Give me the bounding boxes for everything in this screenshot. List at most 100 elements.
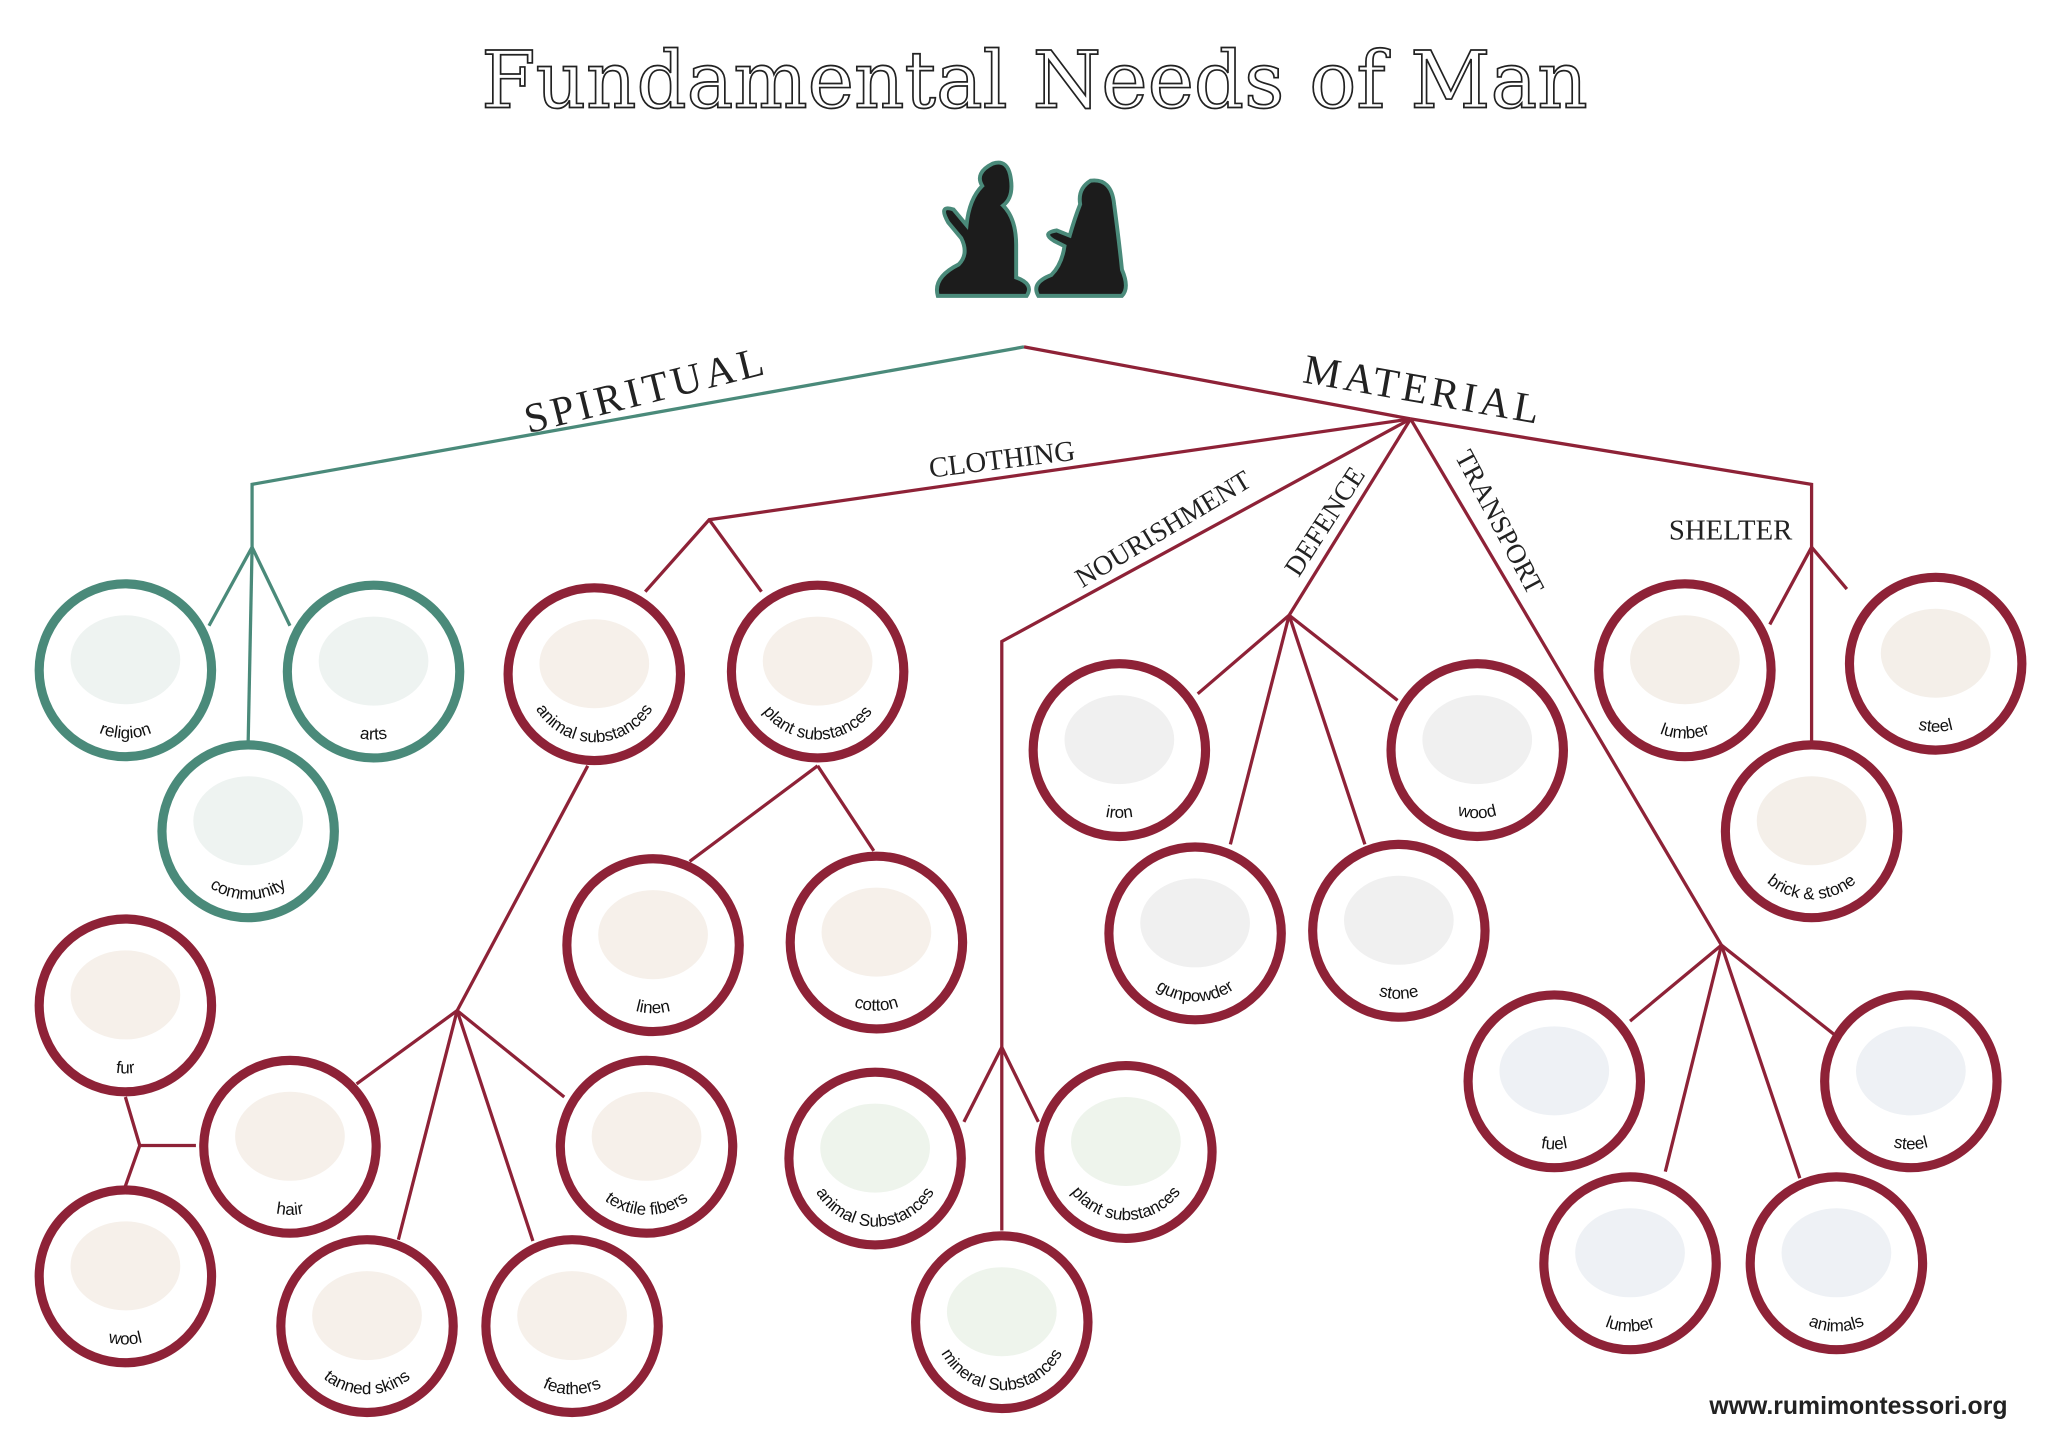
cotton-boll-icon (821, 887, 932, 977)
branch-label-shelter: SHELTER (1669, 514, 1793, 546)
connector-line (1000, 417, 1412, 1231)
water-splash-icon (946, 1267, 1057, 1357)
connector-line (962, 1046, 1004, 1123)
flax-flower-icon (762, 616, 873, 706)
node-religion-spiritual: religion (34, 579, 217, 762)
node-label: lumber (1603, 1312, 1657, 1335)
knight-armor-icon (1064, 695, 1175, 785)
connector-line (1409, 418, 1723, 946)
connector-line (688, 764, 819, 863)
node-hair-clothing: hair (199, 1055, 381, 1238)
car-icon (1856, 1026, 1966, 1116)
connector-line (1663, 944, 1724, 1173)
strawberry-plant-icon (1071, 1097, 1181, 1187)
connector-line (250, 345, 1025, 548)
node-brick-stone-shelter: brick & stone (1720, 740, 1903, 923)
branch-label-defence: DEFENCE (1279, 461, 1371, 581)
branch-labels: SPIRITUAL MATERIAL CLOTHING NOURISHMENT … (520, 338, 1793, 599)
node-animal-substances-nourishment: animal Substances (784, 1067, 966, 1250)
node-label: linen (634, 996, 671, 1017)
canoe-icon (1575, 1208, 1685, 1298)
node-textile-fibers-clothing: textile fibers (555, 1055, 738, 1238)
horse-tail-icon (235, 1091, 345, 1181)
node-fur-clothing: fur (34, 914, 217, 1097)
goat-icon (820, 1103, 930, 1193)
connector-line (1288, 613, 1399, 702)
node-plant-substances-clothing: plant substances (726, 580, 909, 763)
node-label: arts (359, 723, 388, 743)
node-label: religion (97, 719, 153, 742)
connector-line (1196, 614, 1291, 696)
node-steel-shelter: steel (1844, 572, 2027, 755)
connector-line (355, 1009, 459, 1086)
node-arts-spiritual: arts (282, 580, 465, 763)
node-iron-defence: iron (1028, 659, 1211, 842)
feather-icon (517, 1271, 627, 1361)
connector-line (1720, 943, 1835, 1036)
node-label: iron (1105, 802, 1134, 822)
brick-house-icon (1756, 776, 1867, 866)
connector-line (1768, 546, 1814, 626)
animal-pelt-icon (70, 950, 181, 1040)
node-animal-substances-clothing: animal substances (503, 583, 686, 766)
praying-figures-icon (935, 160, 1128, 298)
node-label: steel (1892, 1132, 1929, 1153)
connector-line (246, 547, 254, 743)
node-label: fur (115, 1058, 136, 1078)
islamic-pattern-icon (318, 616, 429, 706)
node-wool-clothing: wool (34, 1185, 217, 1368)
connector-line (123, 1144, 142, 1187)
connector-line (250, 546, 292, 627)
connector-lines (123, 345, 1849, 1242)
connector-line (1628, 943, 1723, 1023)
connector-line (207, 546, 254, 627)
node-label: wool (106, 1328, 143, 1349)
node-steel-transport: steel (1820, 990, 2002, 1173)
node-feathers-clothing: feathers (481, 1235, 663, 1418)
fuel-pump-icon (1499, 1026, 1610, 1116)
connector-line (1228, 614, 1291, 845)
website-url[interactable]: www.rumimontessori.org (1708, 1393, 2007, 1420)
node-animals-transport: animals (1745, 1172, 1928, 1355)
castle-icon (1344, 875, 1454, 965)
connector-line (1023, 345, 1411, 421)
connector-line (1287, 418, 1412, 617)
node-mineral-substances-nourishment: mineral Substances (911, 1231, 1093, 1414)
log-house-icon (1630, 615, 1740, 705)
node-lumber-transport: lumber (1539, 1172, 1721, 1355)
node-label: steel (1917, 715, 1954, 736)
node-cotton-clothing: cotton (785, 851, 968, 1034)
bow-and-arrow-icon (1422, 695, 1533, 785)
node-label: lumber (1658, 719, 1712, 742)
node-label: hair (275, 1199, 305, 1219)
connector-line (456, 1009, 566, 1099)
branch-label-transport: TRANSPORT (1449, 445, 1550, 599)
quran-on-stand-icon (70, 615, 181, 705)
connector-line (1719, 944, 1802, 1179)
horse-rider-icon (1781, 1208, 1892, 1298)
connector-line (1000, 1046, 1040, 1123)
leather-boots-icon (312, 1271, 422, 1361)
node-label: cotton (853, 992, 901, 1014)
connector-line (1410, 417, 1814, 743)
connector-line (707, 518, 763, 593)
node-community-spiritual: community (157, 740, 339, 923)
branch-label-nourishment: NOURISHMENT (1070, 465, 1257, 594)
connector-line (455, 1010, 535, 1242)
connector-line (396, 1010, 459, 1241)
flax-bundle-icon (598, 890, 708, 980)
connector-line (816, 764, 876, 852)
node-linen-clothing: linen (562, 854, 744, 1037)
node-label: stone (1377, 981, 1420, 1003)
cannon-icon (1140, 878, 1250, 968)
plaid-fabric-icon (591, 1091, 702, 1181)
yarn-skeins-icon (70, 1221, 181, 1311)
branch-label-spiritual: SPIRITUAL (520, 338, 773, 443)
node-tanned-skins-clothing: tanned skins (276, 1235, 458, 1418)
connector-line (1287, 614, 1367, 845)
steel-beam-icon (1880, 608, 1991, 698)
node-fuel-transport: fuel (1463, 990, 1646, 1173)
connector-line (455, 765, 590, 1012)
